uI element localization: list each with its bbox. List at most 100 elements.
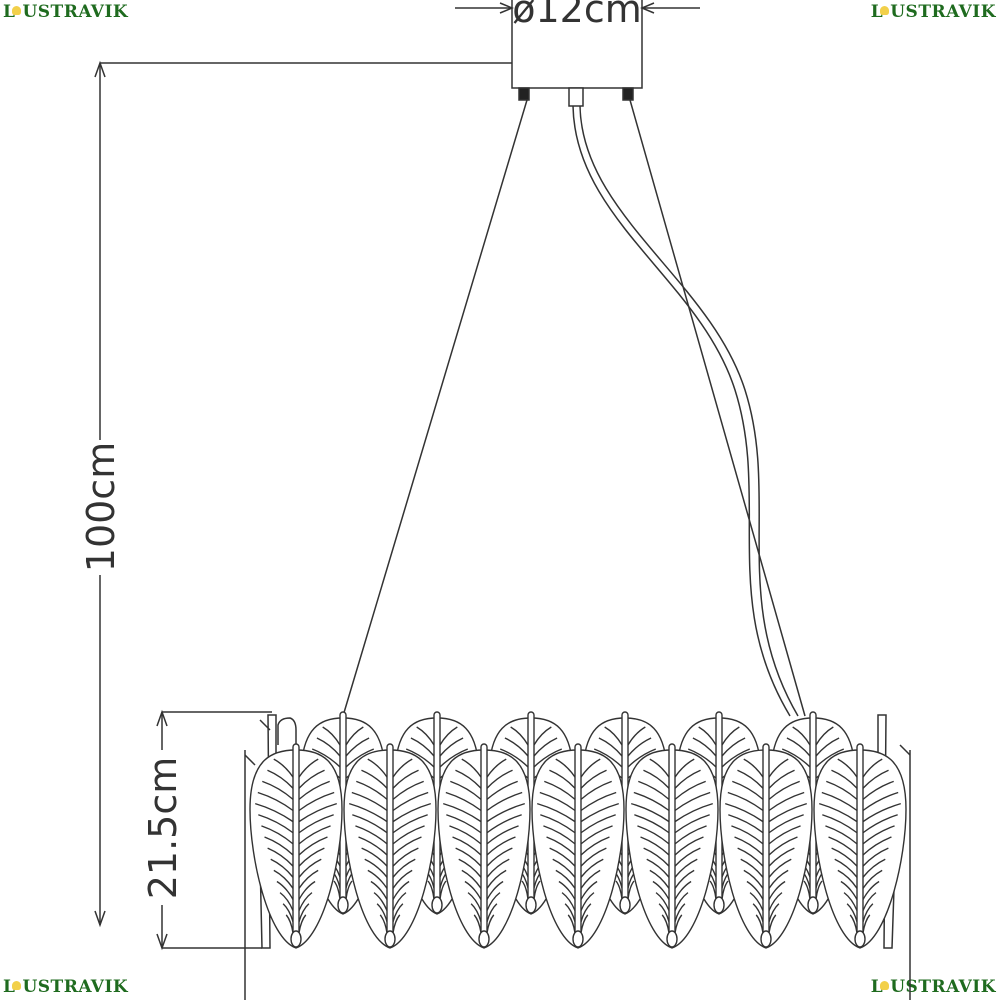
leaf-stem [762,743,770,935]
leaf-vein [279,892,294,911]
leaf-vein [674,769,701,789]
leaf-vein [728,814,764,834]
leaf-vein [298,880,316,900]
leaf-tip [854,930,866,948]
leaf [813,743,907,949]
leaf-tip [760,930,772,948]
leaf-vein [862,892,877,911]
leaf-vein [768,791,805,812]
leaf-vein [862,758,883,778]
leaf-vein [655,892,670,911]
leaf-vein [815,748,845,768]
logo-text-start: L [3,977,16,997]
leaf-vein [486,836,516,856]
leaf-vein [392,802,431,823]
canopy [511,0,643,89]
leaf-vein [405,748,435,768]
leaf-vein [768,869,789,889]
leaf-vein [316,737,341,757]
arrowhead-icon [156,933,168,951]
leaf-tip [478,930,490,948]
leaf-vein [721,737,746,757]
leaf-vein [580,769,607,789]
leaf-vein [631,802,670,823]
leaf-vein [298,892,313,911]
leaf-vein [561,892,576,911]
leaf-vein [768,892,783,911]
leaf-stem [386,743,394,935]
leaf-stem [856,743,864,935]
leaf-vein [674,847,701,867]
leaf-tip [337,896,349,914]
leaf-vein [467,892,482,911]
leaf-vein [298,780,330,800]
leaf-vein [637,825,670,845]
leaf-vein [768,847,795,867]
leaf-vein [768,836,798,856]
leaf [719,743,813,949]
leaf-vein [862,847,889,867]
leaf-vein [298,758,319,778]
frame-hook-tips [244,719,911,766]
leaf-vein [555,869,576,889]
leaf-vein [486,814,522,834]
leaf-vein [740,858,764,878]
leaf [343,743,437,949]
leaf-vein [822,814,858,834]
leaf-vein [458,858,482,878]
leaf-vein [737,847,764,867]
leaf-vein [580,836,610,856]
leaf-vein [840,880,858,900]
logo-text-start: L [870,977,884,997]
leaf-vein [674,880,692,900]
leaf-vein [543,825,576,845]
leaf-vein [862,814,898,834]
leaf-vein [731,825,764,845]
leaf-vein [692,737,717,757]
leaf-vein [392,847,419,867]
leaf-vein [627,748,657,768]
leaf-vein [486,780,518,800]
leaf-vein [826,780,858,800]
leaf-vein [486,892,501,911]
leaf-vein [450,780,482,800]
leaf-vein [510,726,529,746]
leaf-stem [668,743,676,935]
leaf-vein [486,791,523,812]
leaf-vein [821,791,858,812]
leaf-vein [533,737,558,757]
leaf-vein [649,869,670,889]
leaf-vein [261,825,294,845]
leaf-vein [416,726,435,746]
leaf-vein [552,858,576,878]
leaf-vein [345,737,370,757]
leaf-stem [480,743,488,935]
leaf-vein [674,791,711,812]
leaf-vein [322,726,341,746]
leaf-vein [580,847,607,867]
leaf-vein [452,836,482,856]
leaf-tip [572,930,584,948]
leaf-vein [815,726,834,746]
height-label: 100cm [79,442,123,572]
leaf-vein [593,748,623,768]
leaf-vein [546,836,576,856]
arrowhead-icon [156,709,168,727]
leaf-vein [255,802,294,823]
leaf-vein [486,802,525,823]
leaf-vein [580,825,613,845]
leaf-vein [674,869,695,889]
leaf-vein [298,814,334,834]
leaf-vein [455,769,482,789]
leaf-vein [727,791,764,812]
leaf-vein [604,726,623,746]
leaf-vein [446,814,482,834]
leaf-vein [737,769,764,789]
cable-clamp-right [622,87,634,101]
leaf-vein [373,892,388,911]
leaf-tip [431,896,443,914]
leaf-vein [862,858,886,878]
leaf-vein [533,748,563,768]
leaf-vein [843,892,858,911]
